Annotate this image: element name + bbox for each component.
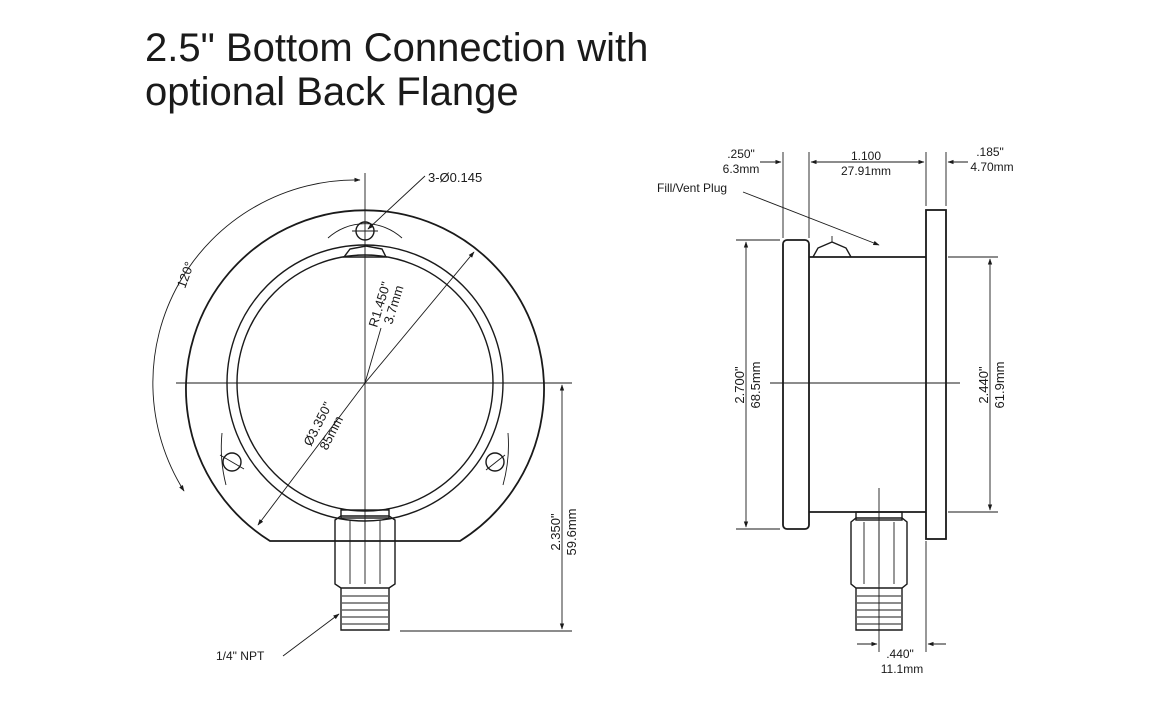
case-depth-mm: 27.91mm [841, 164, 891, 178]
stem-offset-in: .440" [886, 647, 914, 661]
flange-thk-in: .185" [976, 145, 1004, 159]
mount-hole-right [485, 432, 509, 486]
title-line-2: optional Back Flange [145, 70, 519, 114]
hex-socket-side [850, 511, 908, 631]
radius-leader-b [364, 327, 382, 384]
npt-label: 1/4" NPT [216, 649, 265, 663]
height-label-mm: 59.6mm [564, 509, 579, 556]
flange-thk-mm: 4.70mm [970, 160, 1013, 174]
flange-gap-mm: 6.3mm [723, 162, 760, 176]
radius-leader [364, 251, 475, 384]
height-label-in: 2.350" [548, 513, 563, 551]
title-line-1: 2.5" Bottom Connection with [145, 26, 649, 70]
hole-callout: 3-Ø0.145 [428, 170, 482, 185]
plug-label: Fill/Vent Plug [657, 181, 727, 195]
side-bezel [782, 239, 810, 530]
hex-socket-front [334, 509, 396, 631]
side-case [809, 256, 926, 513]
flange-h-in: 2.440" [976, 366, 991, 404]
overall-h-in: 2.700" [732, 366, 747, 404]
front-view: 120° 3-Ø0.145 R1.450" 3.7mm Ø3.350" 85mm [152, 170, 579, 663]
npt-leader [282, 613, 340, 657]
overall-h-mm: 68.5mm [748, 362, 763, 409]
flange-h-mm: 61.9mm [992, 362, 1007, 409]
angle-arc [152, 177, 361, 492]
side-view: Fill/Vent Plug .250" 6.3mm 1.100 27.91mm… [657, 145, 1014, 676]
case-depth-in: 1.100 [851, 149, 881, 163]
plug-leader [742, 191, 880, 246]
vent-plug-side [812, 241, 852, 258]
flange-gap-in: .250" [727, 147, 755, 161]
angle-label: 120° [174, 260, 197, 290]
diameter-leader [257, 382, 366, 526]
hole-leader [367, 175, 426, 230]
side-flange [925, 209, 947, 540]
stem-offset-mm: 11.1mm [881, 662, 923, 676]
page-title: 2.5" Bottom Connection with optional Bac… [145, 26, 648, 114]
